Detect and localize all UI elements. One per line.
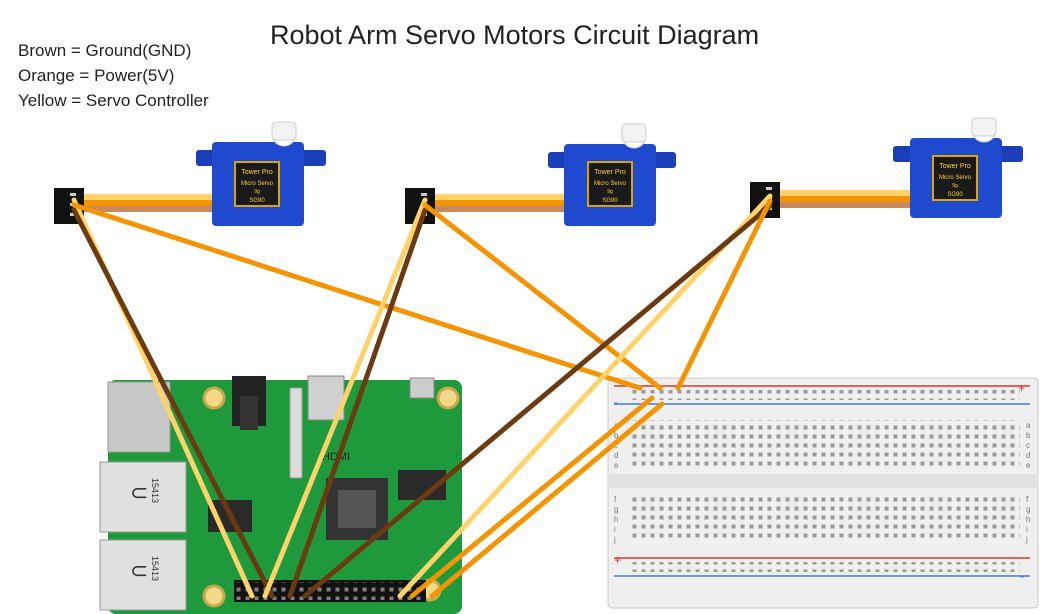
row-label: c bbox=[1026, 441, 1030, 450]
row-label: g bbox=[1026, 505, 1030, 514]
row-label: j bbox=[1025, 535, 1028, 544]
rail-minus-label: - bbox=[1020, 569, 1024, 583]
servo-cable-yellow bbox=[775, 190, 915, 196]
usb-label: 15413 bbox=[150, 556, 160, 581]
row-label: d bbox=[1026, 451, 1030, 460]
row-label: d bbox=[614, 451, 618, 460]
row-label: h bbox=[614, 515, 618, 524]
wire-rail-power bbox=[409, 395, 655, 599]
wire-servo2-power bbox=[422, 202, 663, 391]
servo-cable-brown bbox=[425, 206, 565, 212]
wire-servo1-power bbox=[71, 202, 643, 391]
row-label: i bbox=[1026, 525, 1028, 534]
raspberry-pi-board: ⊂ ⊂ 15413 15413 HDMI bbox=[99, 375, 462, 614]
wire-legend: Brown = Ground(GND) Orange = Power(5V) Y… bbox=[18, 38, 209, 113]
wire-servo2-signal bbox=[262, 197, 428, 599]
servo-line2-text: 9g bbox=[254, 189, 260, 195]
legend-ground: Brown = Ground(GND) bbox=[18, 41, 192, 60]
servo-line1-text: Micro Servo bbox=[939, 175, 972, 181]
row-label: e bbox=[1026, 461, 1031, 470]
wire-servo3-power bbox=[675, 198, 773, 391]
servo-cable-brown bbox=[775, 202, 915, 208]
row-label: h bbox=[1026, 515, 1030, 524]
row-label: i bbox=[614, 525, 616, 534]
servo-line1-text: Micro Servo bbox=[594, 181, 627, 187]
row-label: f bbox=[1026, 495, 1029, 504]
servo-cable-yellow bbox=[78, 194, 214, 200]
servo-model-text: SG90 bbox=[249, 198, 265, 204]
rail-plus-label: + bbox=[1018, 381, 1025, 395]
row-label: e bbox=[614, 461, 619, 470]
breadboard: + - + - a b c d e f g h i j a b c d e f … bbox=[607, 377, 1039, 609]
row-label: g bbox=[614, 505, 618, 514]
wire-rail-ground bbox=[429, 401, 665, 599]
servo-cable-orange bbox=[78, 200, 214, 206]
svg-text:⊂: ⊂ bbox=[130, 559, 148, 584]
wire-servo3-ground bbox=[302, 203, 773, 599]
wire-servo2-ground bbox=[287, 207, 428, 599]
servo-model-text: SG90 bbox=[947, 192, 963, 198]
page-title: Robot Arm Servo Motors Circuit Diagram bbox=[270, 20, 760, 50]
servo-motor-1: Tower Pro Micro Servo 9g SG90 bbox=[54, 121, 326, 226]
row-label: b bbox=[1026, 431, 1031, 440]
wires bbox=[71, 193, 773, 599]
servo-line2-text: 9g bbox=[607, 189, 613, 195]
legend-power: Orange = Power(5V) bbox=[18, 66, 175, 85]
rail-minus-label: - bbox=[614, 395, 618, 409]
row-label: b bbox=[614, 431, 619, 440]
servo-cable-yellow bbox=[425, 194, 565, 200]
servo-brand-text: Tower Pro bbox=[594, 169, 626, 176]
servo-brand-text: Tower Pro bbox=[939, 163, 971, 170]
usb-label: 15413 bbox=[150, 478, 160, 503]
servo-line1-text: Micro Servo bbox=[241, 181, 274, 187]
wire-servo1-ground bbox=[71, 207, 275, 599]
row-label: j bbox=[613, 535, 616, 544]
wire-servo3-signal bbox=[397, 193, 773, 599]
servo-line2-text: 9g bbox=[952, 183, 958, 189]
row-label: f bbox=[614, 495, 617, 504]
servo-model-text: SG90 bbox=[602, 198, 618, 204]
legend-signal: Yellow = Servo Controller bbox=[18, 91, 209, 110]
servo-motor-2: Tower Pro Micro Servo 9g SG90 bbox=[405, 123, 676, 226]
servo-motor-3: Tower Pro Micro Servo 9g SG90 bbox=[750, 117, 1023, 218]
svg-text:⊂: ⊂ bbox=[130, 481, 148, 506]
row-label: a bbox=[1026, 421, 1031, 430]
rail-plus-label: + bbox=[614, 553, 621, 567]
servo-cable-orange bbox=[775, 196, 915, 202]
servo-cable-orange bbox=[425, 200, 565, 206]
servo-brand-text: Tower Pro bbox=[241, 169, 273, 176]
servo-cable-brown bbox=[78, 206, 214, 212]
